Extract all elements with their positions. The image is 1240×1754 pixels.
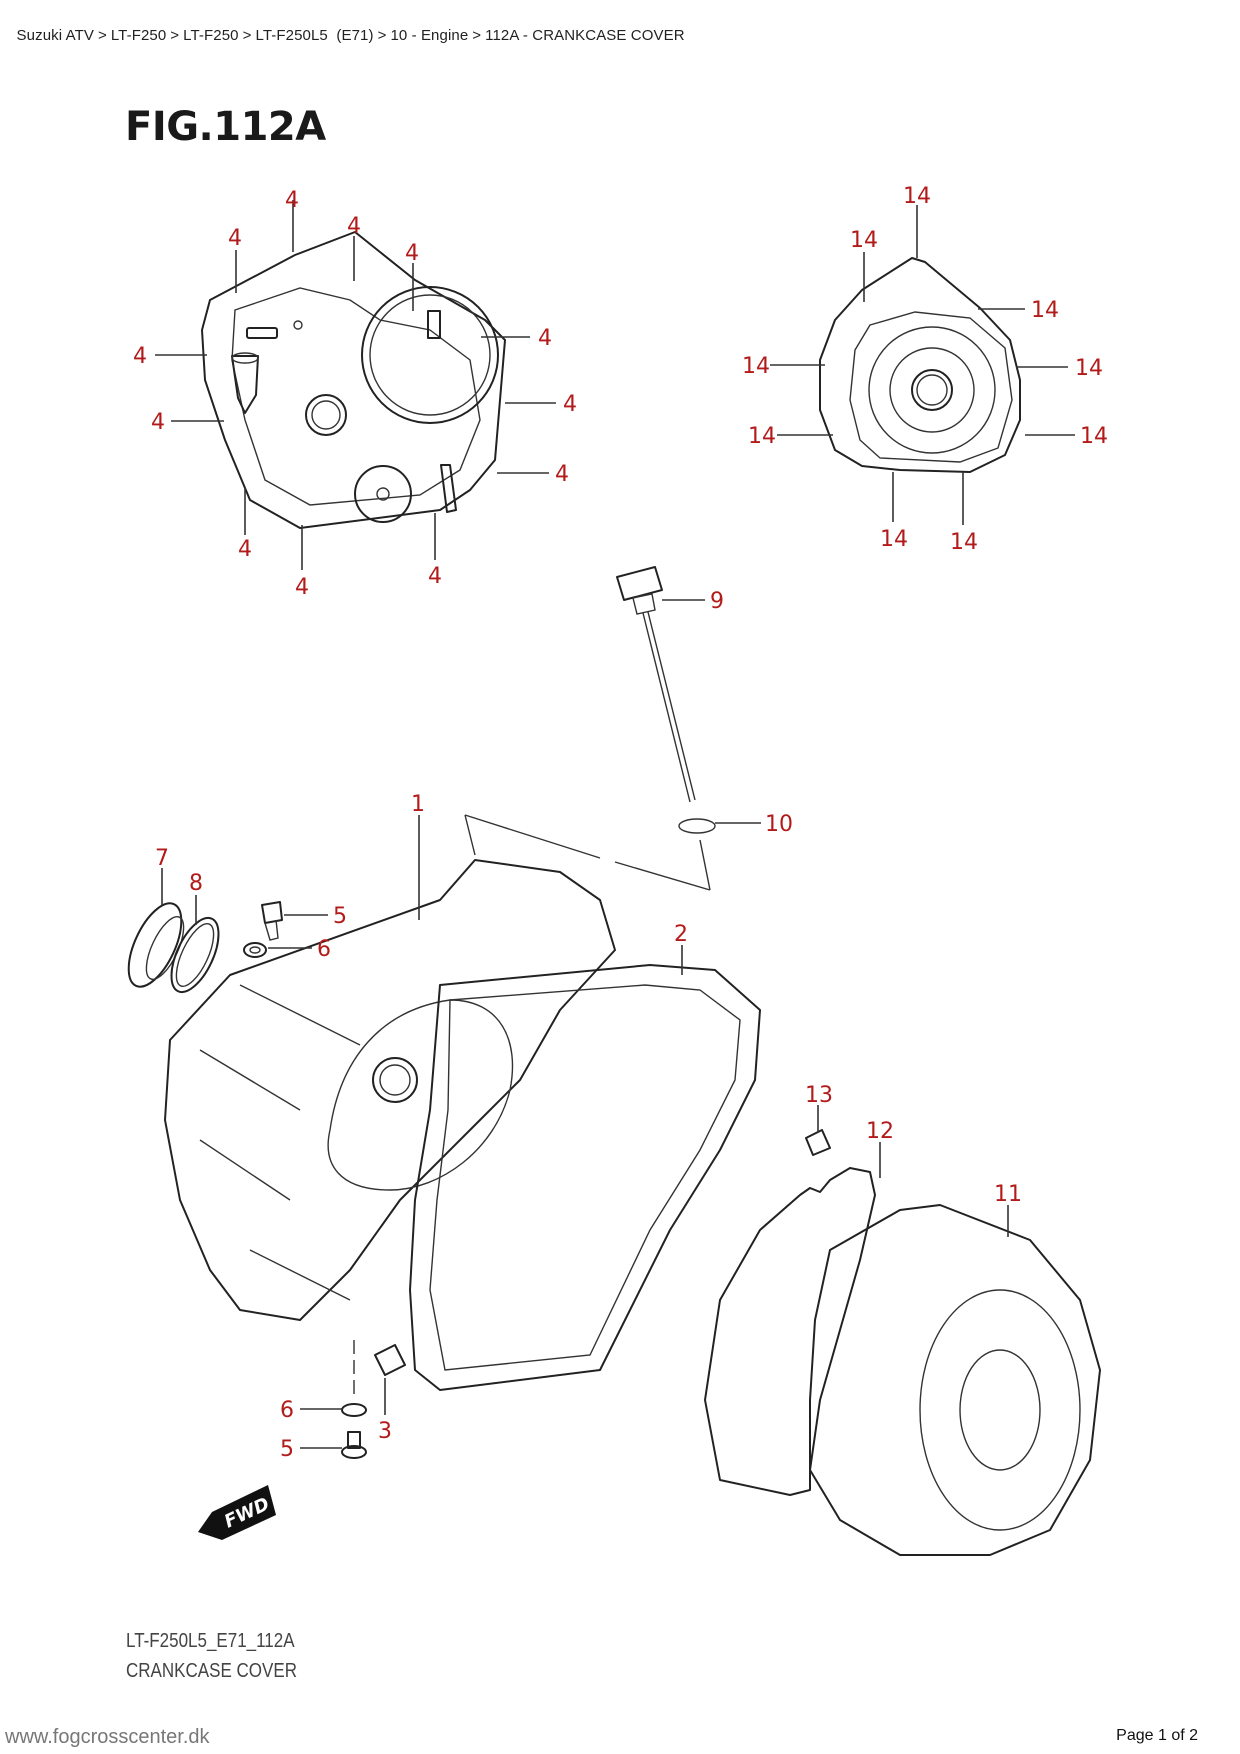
generator-cover-callouts: 14 14 14 14 14 14 14 14 14	[742, 184, 1108, 555]
callout-4: 4	[295, 575, 309, 600]
breadcrumb-item[interactable]: LT-F250	[183, 27, 239, 44]
breadcrumb: Suzuki ATV>LT-F250>LT-F250>LT-F250L5 (E7…	[8, 10, 685, 44]
callout-14: 14	[880, 527, 908, 552]
callout-5: 5	[333, 904, 347, 929]
callout-11: 11	[994, 1182, 1022, 1207]
callout-6: 6	[317, 937, 331, 962]
callout-4: 4	[428, 564, 442, 589]
oil-seal-drawing	[127, 902, 220, 994]
callout-13: 13	[805, 1083, 833, 1108]
upper-bolt-washer-drawing	[243, 901, 283, 958]
page-indicator: Page 1 of 2	[1116, 1727, 1198, 1744]
callout-14: 14	[850, 228, 878, 253]
callout-12: 12	[866, 1119, 894, 1144]
callout-4: 4	[151, 410, 165, 435]
figure-code: LT-F250L5_E71_112A	[126, 1630, 295, 1652]
callout-2: 2	[674, 922, 688, 947]
generator-cover-lower-drawing	[704, 1129, 1101, 1556]
breadcrumb-item[interactable]: LT-F250	[110, 27, 167, 44]
footer-site-link[interactable]: www.fogcrosscenter.dk	[5, 1726, 210, 1748]
callout-8: 8	[189, 871, 203, 896]
breadcrumb-separator: >	[242, 27, 252, 44]
generator-cover-drawing	[819, 257, 1021, 473]
callout-14: 14	[748, 424, 776, 449]
callout-4: 4	[238, 537, 252, 562]
callout-3: 3	[378, 1419, 392, 1444]
clutch-cover-callouts: 4 4 4 4 4 4 4 4 4 4 4 4	[133, 188, 577, 600]
breadcrumb-item[interactable]: Suzuki ATV	[16, 27, 94, 44]
callout-4: 4	[285, 188, 299, 213]
crankcase-cover-drawing	[164, 859, 761, 1391]
callout-14: 14	[903, 184, 931, 209]
callout-5: 5	[280, 1437, 294, 1462]
callout-9: 9	[710, 589, 724, 614]
callout-14: 14	[1080, 424, 1108, 449]
figure-name: CRANKCASE COVER	[126, 1660, 297, 1682]
callout-14: 14	[742, 354, 770, 379]
breadcrumb-item[interactable]: LT-F250L5 (E71)	[255, 27, 374, 44]
callout-4: 4	[347, 214, 361, 239]
lower-dowel-bolt-drawing	[341, 1340, 406, 1459]
callout-7: 7	[155, 846, 169, 871]
callout-4: 4	[405, 241, 419, 266]
callout-4: 4	[228, 226, 242, 251]
callout-14: 14	[950, 530, 978, 555]
callout-14: 14	[1031, 298, 1059, 323]
callout-1: 1	[411, 792, 425, 817]
figure-title: FIG.112A	[125, 104, 326, 150]
breadcrumb-separator: >	[472, 27, 482, 44]
callout-4: 4	[133, 344, 147, 369]
breadcrumb-separator: >	[170, 27, 180, 44]
callout-4: 4	[563, 392, 577, 417]
callout-10: 10	[765, 812, 793, 837]
callout-4: 4	[555, 462, 569, 487]
oil-gauge-drawing	[464, 566, 716, 891]
callout-14: 14	[1075, 356, 1103, 381]
breadcrumb-separator: >	[377, 27, 387, 44]
fwd-arrow-icon: FWD	[198, 1485, 276, 1540]
breadcrumb-current: 112A - CRANKCASE COVER	[485, 27, 685, 44]
callout-4: 4	[538, 326, 552, 351]
callout-6: 6	[280, 1398, 294, 1423]
breadcrumb-item[interactable]: 10 - Engine	[390, 27, 469, 44]
breadcrumb-separator: >	[97, 27, 107, 44]
